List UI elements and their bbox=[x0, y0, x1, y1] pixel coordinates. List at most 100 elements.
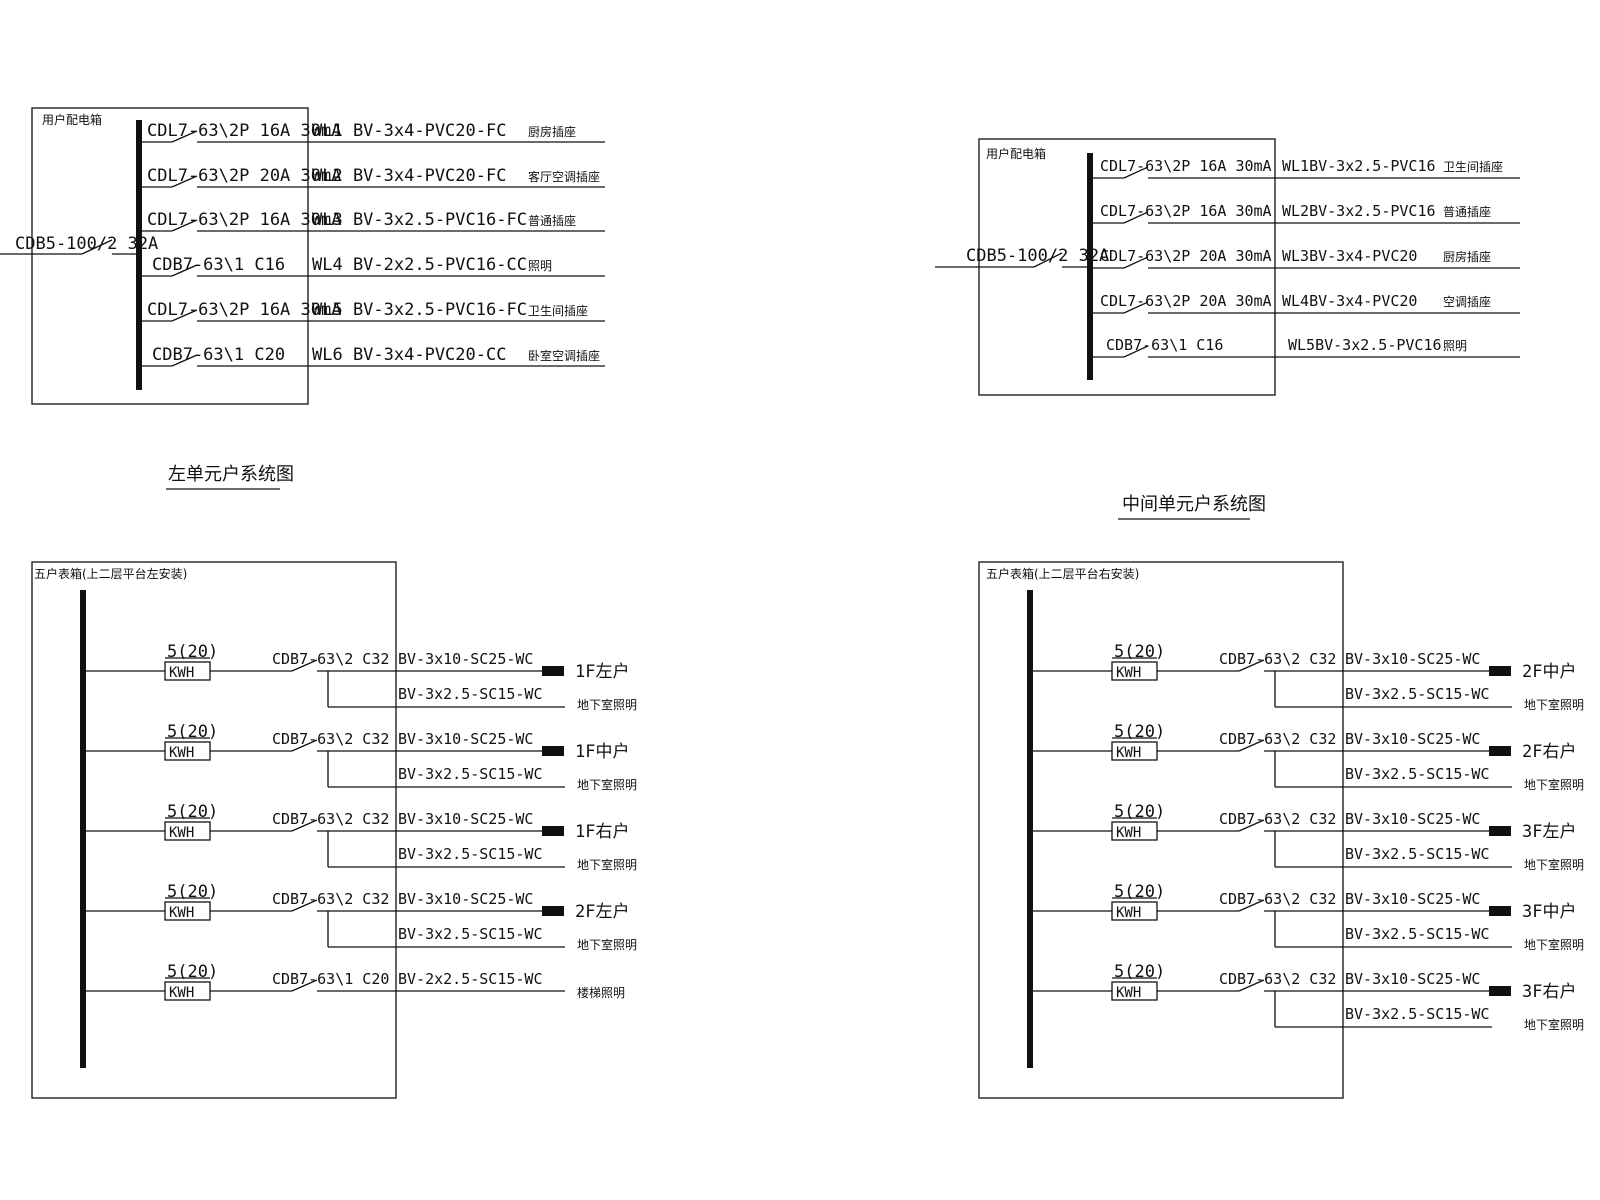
meter-rating: 5(20) bbox=[167, 722, 218, 742]
breaker-contact bbox=[291, 979, 318, 992]
load-label: 客厅空调插座 bbox=[528, 169, 600, 184]
meter-rating: 5(20) bbox=[1114, 802, 1165, 822]
cable-main-label: BV-3x10-SC25-WC bbox=[398, 890, 533, 908]
breaker-label: CDL7-63\2P 16A 30mA bbox=[147, 210, 341, 230]
breaker-label: CDB7-63\2 C32 bbox=[1219, 970, 1336, 988]
load-label: 卫生间插座 bbox=[1443, 159, 1503, 174]
circuit-row: CDB7-63\1 C20 WL6 BV-3x4-PVC20-CC 卧室空调插座 bbox=[139, 345, 605, 367]
outgoing-terminal bbox=[1489, 826, 1511, 836]
kwh-label: KWH bbox=[169, 825, 194, 841]
breaker-contact bbox=[171, 354, 198, 367]
circuit-row: CDL7-63\2P 20A 30mA WL3BV-3x4-PVC20 厨房插座 bbox=[1090, 247, 1520, 269]
breaker-contact bbox=[291, 659, 318, 672]
meter-box bbox=[978, 561, 1344, 1099]
meter-row: 5(20) KWH CDB7-63\2 C32 BV-3x10-SC25-WC … bbox=[1030, 882, 1584, 952]
meter-box-label: 五户表箱(上二层平台左安装) bbox=[34, 566, 187, 581]
breaker-contact bbox=[171, 264, 198, 277]
cable-main-label: BV-3x10-SC25-WC bbox=[1345, 730, 1480, 748]
meter-row: 5(20) KWH CDB7-63\1 C20 BV-2x2.5-SC15-WC… bbox=[83, 962, 625, 1001]
cable-label: WL3 BV-3x2.5-PVC16-FC bbox=[312, 210, 527, 230]
breaker-label: CDL7-63\2P 20A 30mA bbox=[147, 166, 341, 186]
breaker-label: CDL7-63\2P 20A 30mA bbox=[1100, 247, 1272, 265]
breaker-contact bbox=[1123, 211, 1149, 224]
breaker-contact bbox=[291, 899, 318, 912]
destination-main: 楼梯照明 bbox=[577, 985, 625, 1000]
meter-rating: 5(20) bbox=[167, 882, 218, 902]
kwh-label: KWH bbox=[169, 665, 194, 681]
kwh-label: KWH bbox=[169, 905, 194, 921]
breaker-contact bbox=[171, 175, 198, 188]
circuit-row: CDL7-63\2P 16A 30mA WL1 BV-3x4-PVC20-FC … bbox=[139, 121, 605, 143]
destination-main: 3F中户 bbox=[1522, 902, 1576, 922]
outgoing-terminal bbox=[1489, 666, 1511, 676]
breaker-contact bbox=[1238, 819, 1265, 832]
load-label: 普通插座 bbox=[528, 213, 576, 228]
cable-sub-label: BV-3x2.5-SC15-WC bbox=[398, 925, 543, 943]
destination-sub: 地下室照明 bbox=[1524, 937, 1584, 952]
cable-label: WL4BV-3x4-PVC20 bbox=[1282, 292, 1417, 310]
circuit-row: CDB7-63\1 C16 WL5BV-3x2.5-PVC16 照明 bbox=[1090, 336, 1520, 358]
meter-rating: 5(20) bbox=[1114, 882, 1165, 902]
load-label: 普通插座 bbox=[1443, 204, 1491, 219]
right-meter-box: 五户表箱(上二层平台右安装) 5(20) KWH CDB7-63\2 C32 B… bbox=[978, 561, 1584, 1099]
panel-title: 左单元户系统图 bbox=[168, 464, 294, 485]
load-label: 厨房插座 bbox=[1443, 249, 1491, 264]
cable-main-label: BV-3x10-SC25-WC bbox=[398, 730, 533, 748]
meter-row: 5(20) KWH CDB7-63\2 C32 BV-3x10-SC25-WC … bbox=[1030, 962, 1584, 1032]
panel-label: 用户配电箱 bbox=[42, 112, 102, 127]
breaker-contact bbox=[1123, 345, 1149, 358]
main-breaker-contact bbox=[1033, 252, 1063, 268]
circuit-row: CDL7-63\2P 16A 30mA WL2BV-3x2.5-PVC16 普通… bbox=[1090, 202, 1520, 224]
cable-main-label: BV-3x10-SC25-WC bbox=[1345, 970, 1480, 988]
breaker-label: CDB7-63\1 C16 bbox=[152, 255, 285, 275]
destination-sub: 地下室照明 bbox=[577, 857, 637, 872]
meter-row: 5(20) KWH CDB7-63\2 C32 BV-3x10-SC25-WC … bbox=[1030, 802, 1584, 872]
middle-household-panel: 用户配电箱 CDB5-100/2 32A CDL7-63\2P 16A 30mA… bbox=[935, 138, 1520, 520]
destination-sub: 地下室照明 bbox=[1524, 857, 1584, 872]
destination-main: 2F左户 bbox=[575, 902, 629, 922]
destination-sub: 地下室照明 bbox=[1524, 697, 1584, 712]
cable-sub-label: BV-3x2.5-SC15-WC bbox=[1345, 765, 1490, 783]
load-label: 卧室空调插座 bbox=[528, 348, 600, 363]
circuit-row: CDB7-63\1 C16 WL4 BV-2x2.5-PVC16-CC 照明 bbox=[139, 255, 605, 277]
breaker-label: CDB7-63\1 C20 bbox=[272, 970, 389, 988]
breaker-label: CDB7-63\1 C20 bbox=[152, 345, 285, 365]
destination-sub: 地下室照明 bbox=[577, 937, 637, 952]
meter-rating: 5(20) bbox=[1114, 642, 1165, 662]
kwh-label: KWH bbox=[1116, 665, 1141, 681]
cable-main-label: BV-3x10-SC25-WC bbox=[1345, 650, 1480, 668]
destination-main: 1F中户 bbox=[575, 742, 629, 762]
breaker-contact bbox=[291, 739, 318, 752]
cable-sub-label: BV-3x2.5-SC15-WC bbox=[398, 685, 543, 703]
meter-row: 5(20) KWH CDB7-63\2 C32 BV-3x10-SC25-WC … bbox=[83, 722, 637, 792]
meter-rating: 5(20) bbox=[167, 642, 218, 662]
load-label: 厨房插座 bbox=[528, 124, 576, 139]
meter-rating: 5(20) bbox=[167, 802, 218, 822]
meter-box bbox=[31, 561, 397, 1099]
breaker-label: CDL7-63\2P 16A 30mA bbox=[1100, 157, 1272, 175]
breaker-contact bbox=[171, 309, 198, 322]
breaker-label: CDL7-63\2P 20A 30mA bbox=[1100, 292, 1272, 310]
destination-main: 3F左户 bbox=[1522, 822, 1576, 842]
breaker-contact bbox=[1123, 166, 1149, 179]
breaker-contact bbox=[1238, 659, 1265, 672]
left-meter-box: 五户表箱(上二层平台左安装) 5(20) KWH CDB7-63\2 C32 B… bbox=[31, 561, 637, 1099]
kwh-label: KWH bbox=[1116, 985, 1141, 1001]
breaker-contact bbox=[171, 219, 198, 232]
breaker-contact bbox=[1238, 739, 1265, 752]
destination-sub: 地下室照明 bbox=[1524, 1017, 1584, 1032]
breaker-label: CDB7-63\2 C32 bbox=[272, 890, 389, 908]
cable-label: WL4 BV-2x2.5-PVC16-CC bbox=[312, 255, 527, 275]
meter-row: 5(20) KWH CDB7-63\2 C32 BV-3x10-SC25-WC … bbox=[1030, 642, 1584, 712]
outgoing-terminal bbox=[542, 666, 564, 676]
cable-main-label: BV-2x2.5-SC15-WC bbox=[398, 970, 543, 988]
cable-main-label: BV-3x10-SC25-WC bbox=[1345, 810, 1480, 828]
cable-label: WL5BV-3x2.5-PVC16 bbox=[1288, 336, 1442, 354]
destination-main: 3F右户 bbox=[1522, 982, 1576, 1002]
destination-main: 1F左户 bbox=[575, 662, 629, 682]
cable-label: WL5 BV-3x2.5-PVC16-FC bbox=[312, 300, 527, 320]
load-label: 空调插座 bbox=[1443, 294, 1491, 309]
kwh-label: KWH bbox=[1116, 825, 1141, 841]
load-label: 照明 bbox=[1443, 339, 1467, 353]
